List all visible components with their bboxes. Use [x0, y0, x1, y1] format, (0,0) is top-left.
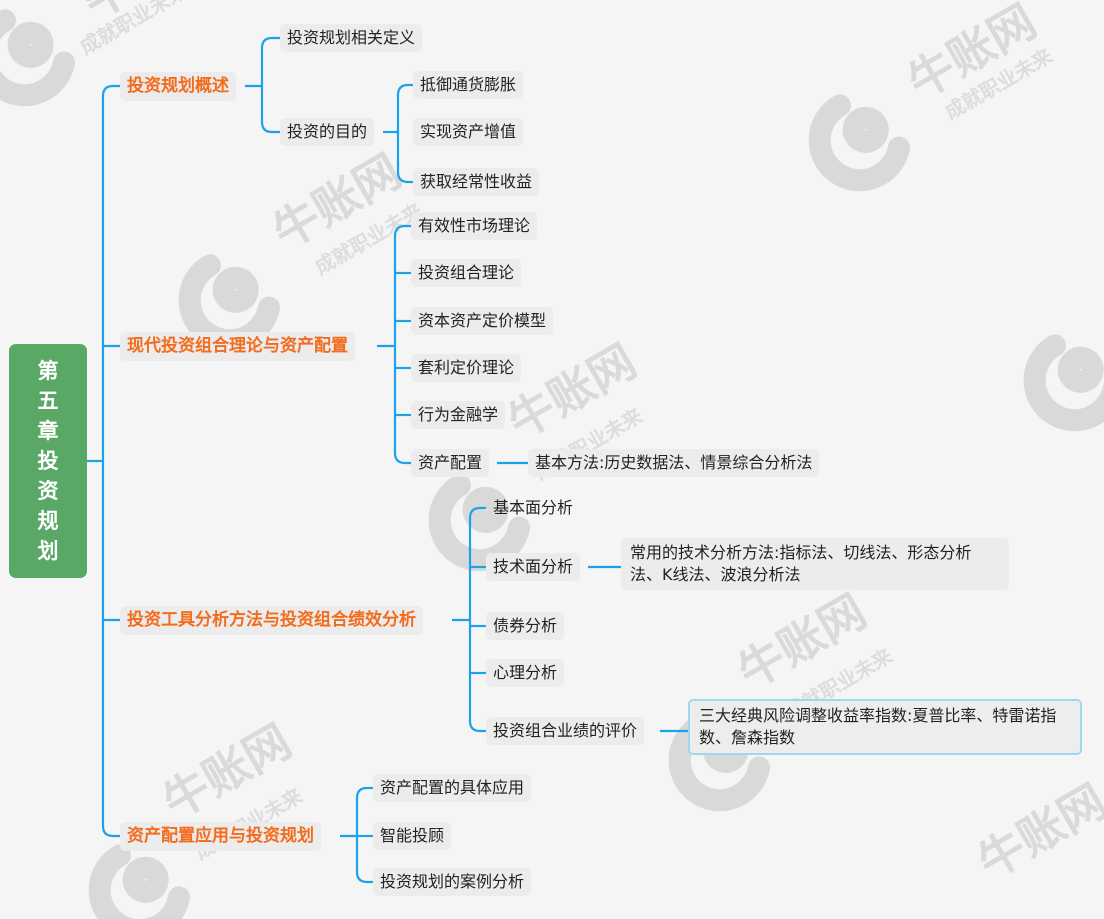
node-allocation-application[interactable]: 资产配置的具体应用 [373, 774, 532, 802]
branch-allocation-application[interactable]: 资产配置应用与投资规划 [120, 822, 321, 851]
node-psychological-analysis[interactable]: 心理分析 [486, 659, 565, 687]
node-efficient-market[interactable]: 有效性市场理论 [411, 212, 538, 240]
node-technical-analysis[interactable]: 技术面分析 [486, 553, 581, 581]
node-robo-advisor[interactable]: 智能投顾 [373, 822, 452, 850]
node-investment-purpose[interactable]: 投资的目的 [280, 118, 375, 146]
node-planning-definitions[interactable]: 投资规划相关定义 [280, 24, 423, 52]
node-portfolio-theory[interactable]: 投资组合理论 [411, 259, 522, 287]
branch3-connectors [452, 506, 688, 733]
node-resist-inflation[interactable]: 抵御通货膨胀 [413, 71, 524, 99]
branch-portfolio-theory-allocation[interactable]: 现代投资组合理论与资产配置 [120, 332, 355, 361]
node-asset-allocation[interactable]: 资产配置 [411, 449, 490, 477]
node-capm[interactable]: 资本资产定价模型 [411, 307, 554, 335]
root-connectors [87, 84, 120, 838]
node-asset-appreciation[interactable]: 实现资产增值 [413, 118, 524, 146]
branch1-connectors [245, 36, 413, 184]
node-apt[interactable]: 套利定价理论 [411, 354, 522, 382]
branch4-connectors [340, 786, 373, 884]
node-case-analysis[interactable]: 投资规划的案例分析 [373, 868, 532, 896]
branch-analysis-methods-performance[interactable]: 投资工具分析方法与投资组合绩效分析 [120, 606, 423, 635]
branch-investment-planning-overview[interactable]: 投资规划概述 [120, 72, 236, 101]
root-title: 第五章投资规划 [37, 359, 59, 563]
root-node[interactable]: 第五章投资规划 [9, 344, 87, 578]
node-risk-adjusted-indices[interactable]: 三大经典风险调整收益率指数:夏普比率、特雷诺指数、詹森指数 [688, 699, 1082, 755]
node-behavioral-finance[interactable]: 行为金融学 [411, 401, 506, 429]
node-bond-analysis[interactable]: 债券分析 [486, 612, 565, 640]
node-basic-methods[interactable]: 基本方法:历史数据法、情景综合分析法 [528, 449, 820, 477]
node-portfolio-performance[interactable]: 投资组合业绩的评价 [486, 717, 645, 745]
branch2-connectors [377, 224, 528, 465]
node-recurring-income[interactable]: 获取经常性收益 [413, 168, 540, 196]
node-fundamental-analysis[interactable]: 基本面分析 [493, 498, 574, 517]
node-technical-methods[interactable]: 常用的技术分析方法:指标法、切线法、形态分析法、K线法、波浪分析法 [621, 538, 1009, 590]
